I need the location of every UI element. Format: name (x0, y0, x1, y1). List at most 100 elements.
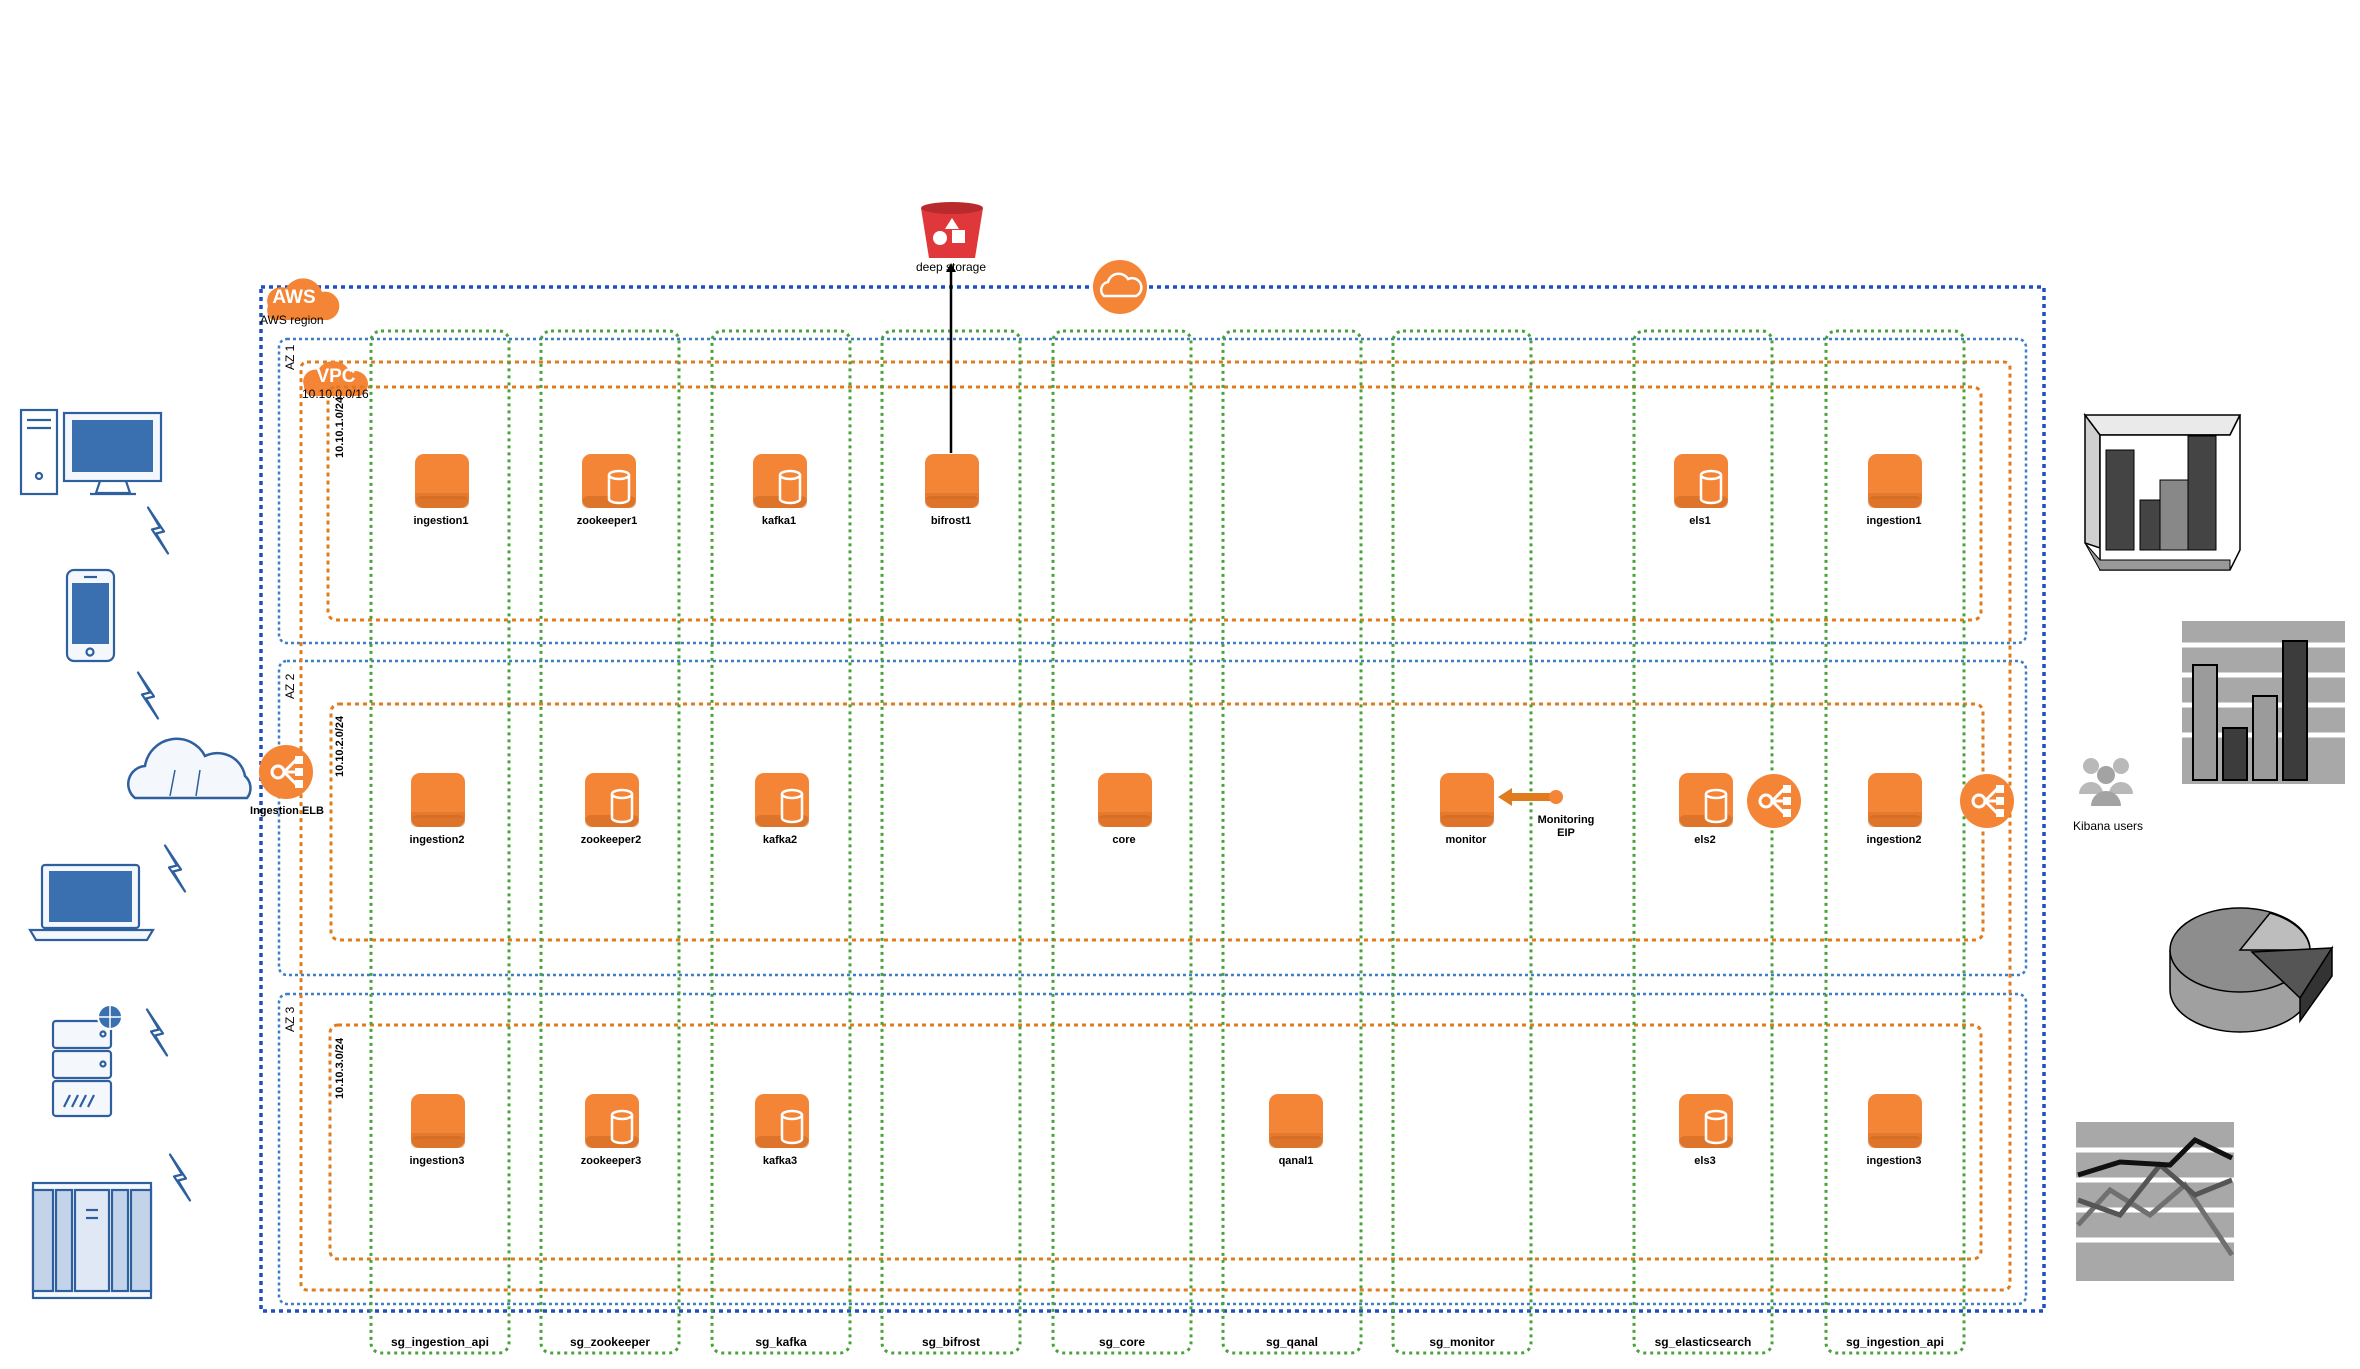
ec2-instance-icon (415, 454, 469, 508)
ec2-db-instance-icon (1678, 772, 1734, 828)
ec2-db-instance-icon (752, 453, 808, 509)
ec2-db-instance-icon (584, 1093, 640, 1149)
laptop-icon (28, 863, 155, 942)
line-chart-icon (2076, 1122, 2235, 1281)
s3-bucket-icon (921, 202, 983, 258)
subnet-az2 (329, 702, 1985, 942)
sg-elasticsearch (1632, 329, 1774, 1355)
vpc-icon: VPC (303, 361, 368, 396)
internet-gateway-icon (1093, 260, 1147, 314)
sg-label: sg_monitor (1429, 1335, 1495, 1349)
sg-label: sg_bifrost (922, 1335, 980, 1349)
instance-label: ingestion2 (1866, 834, 1921, 846)
ec2-instance-icon (1868, 1094, 1922, 1148)
sg-label: sg_ingestion_api (1846, 1335, 1944, 1349)
instance-label: ingestion1 (413, 515, 468, 527)
sg-label: sg_core (1099, 1335, 1145, 1349)
ec2-db-instance-icon (754, 772, 810, 828)
ingestion-elb-label: Ingestion ELB (250, 805, 324, 817)
sg-monitor (1391, 329, 1533, 1355)
elasticsearch-elb-icon (1746, 773, 1802, 829)
instance-label: ingestion1 (1866, 515, 1921, 527)
ec2-db-instance-icon (584, 772, 640, 828)
ec2-instance-icon (925, 454, 979, 508)
instance-label: monitor (1446, 834, 1488, 846)
instance-label: els1 (1689, 515, 1710, 527)
aws-badge: AWS (272, 287, 315, 308)
wireless-link-icon (168, 1153, 192, 1202)
sg-zookeeper (539, 329, 681, 1355)
ec2-instance-icon (1868, 454, 1922, 508)
sg-label: sg_ingestion_api (391, 1335, 489, 1349)
web-server-icon (51, 1004, 123, 1118)
datacenter-icon (31, 1181, 153, 1300)
aws-region-boundary (259, 285, 2046, 1313)
sg-core (1051, 329, 1193, 1355)
instance-label: zookeeper2 (581, 834, 642, 846)
ingestion-elb-icon (258, 744, 314, 800)
smartphone-icon (65, 568, 116, 663)
az1-boundary (277, 337, 2028, 645)
subnet-az3-cidr: 10.10.3.0/24 (334, 1037, 346, 1099)
ingestion-api-elb-icon (1959, 773, 2015, 829)
instance-label: zookeeper1 (577, 515, 638, 527)
wireless-link-icon (136, 671, 160, 720)
instance-label: kafka1 (762, 515, 796, 527)
ec2-instance-icon (1098, 773, 1152, 827)
ec2-instance-icon (1269, 1094, 1323, 1148)
users-icon (2079, 758, 2133, 806)
aws-region-label: AWS region (260, 313, 324, 327)
instance-label: zookeeper3 (581, 1155, 642, 1167)
ec2-db-instance-icon (1673, 453, 1729, 509)
az1-label: AZ 1 (283, 344, 297, 370)
ec2-instance-icon (1868, 773, 1922, 827)
subnet-az2-cidr: 10.10.2.0/24 (334, 715, 346, 777)
subnet-az1-cidr: 10.10.1.0/24 (334, 396, 346, 458)
ec2-instance-icon (411, 773, 465, 827)
ec2-db-instance-icon (754, 1093, 810, 1149)
ec2-instance-icon (411, 1094, 465, 1148)
az3-boundary (277, 992, 2028, 1306)
az2-boundary (277, 659, 2028, 977)
instance-label: kafka2 (763, 834, 797, 846)
sg-ingestion-api-right (1824, 329, 1966, 1355)
pie-chart-icon (2169, 907, 2334, 1033)
instance-label: qanal1 (1279, 1155, 1314, 1167)
internet-cloud-icon (127, 737, 252, 800)
sg-label: sg_zookeeper (570, 1335, 650, 1349)
instance-label: els3 (1694, 1155, 1715, 1167)
desktop-icon (19, 408, 163, 496)
ec2-db-instance-icon (581, 453, 637, 509)
bar-chart-3d-icon (2083, 412, 2242, 571)
vpc-badge: VPC (316, 366, 355, 387)
instance-label: ingestion3 (409, 1155, 464, 1167)
wireless-link-icon (163, 844, 187, 893)
vpc-cidr-label: 10.10.0.0/16 (302, 387, 369, 401)
instance-label: ingestion2 (409, 834, 464, 846)
instance-label: core (1112, 834, 1135, 846)
elastic-ip-icon (1498, 788, 1563, 806)
sg-qanal (1221, 329, 1363, 1355)
instance-label: kafka3 (763, 1155, 797, 1167)
vpc-boundary (299, 360, 2012, 1292)
ec2-instance-icon (1440, 773, 1494, 827)
sg-kafka (710, 329, 852, 1355)
instance-label: ingestion3 (1866, 1155, 1921, 1167)
subnet-az3 (328, 1023, 1983, 1261)
instance-label: bifrost1 (931, 515, 971, 527)
wireless-link-icon (146, 506, 170, 555)
wireless-link-icon (145, 1008, 169, 1057)
kibana-users-label: Kibana users (2073, 819, 2143, 833)
az3-label: AZ 3 (283, 1006, 297, 1032)
aws-region-icon: AWS (267, 278, 340, 320)
sg-label: sg_kafka (755, 1335, 807, 1349)
eip-label-line2: EIP (1557, 827, 1575, 839)
instance-label: els2 (1694, 834, 1715, 846)
bar-chart-icon (2182, 621, 2345, 784)
sg-ingestion-api-left (369, 329, 511, 1355)
az2-label: AZ 2 (283, 673, 297, 699)
sg-label: sg_elasticsearch (1655, 1335, 1752, 1349)
eip-label-line1: Monitoring (1538, 814, 1595, 826)
ec2-db-instance-icon (1678, 1093, 1734, 1149)
